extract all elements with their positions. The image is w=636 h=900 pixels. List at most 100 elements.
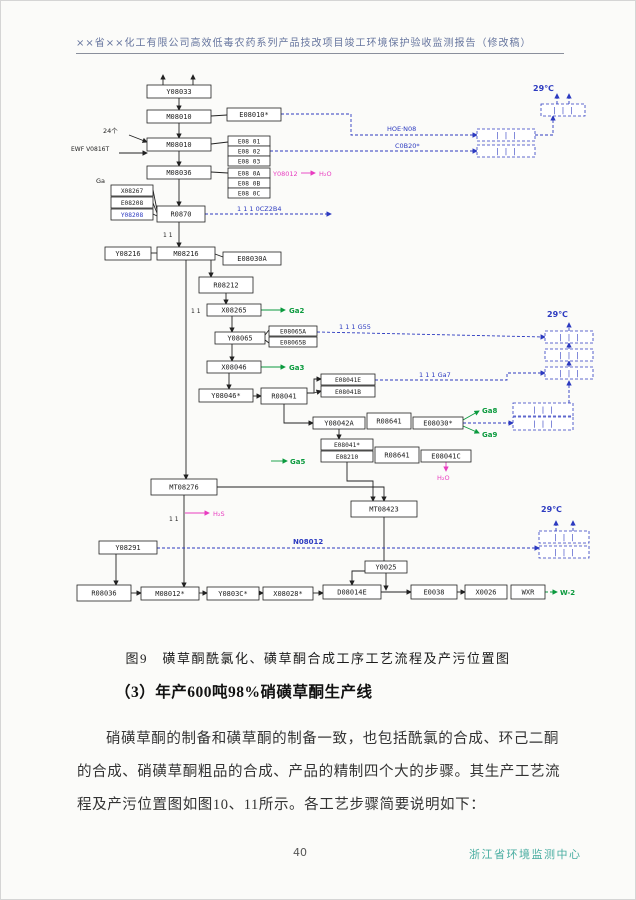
flow-node: E08210 (320, 450, 374, 463)
svg-text:D08014E: D08014E (337, 588, 367, 596)
svg-text:E08030*: E08030* (423, 419, 453, 427)
flow-node: E0038 (410, 584, 458, 600)
flow-label: 29℃ (547, 310, 568, 319)
flow-edge (375, 370, 546, 381)
svg-text:M08012*: M08012* (155, 590, 185, 598)
flow-node: | | | (544, 330, 594, 344)
page-number: 40 (293, 846, 307, 859)
flow-node: | | | (544, 348, 594, 362)
flow-node: M08012* (140, 586, 200, 601)
flow-node: R08212 (198, 276, 254, 294)
flow-label: C0B20* (395, 142, 420, 150)
svg-text:Y08046*: Y08046* (211, 392, 241, 400)
svg-text:E08030A: E08030A (237, 255, 267, 263)
flow-node: M08216 (156, 246, 216, 261)
svg-text:X08265: X08265 (221, 306, 246, 314)
svg-text:E08065A: E08065A (280, 328, 306, 335)
svg-text:E08 0B: E08 0B (238, 180, 261, 187)
flow-label: Ga5 (290, 458, 305, 466)
flow-edge (307, 376, 322, 394)
flow-label: HOE·N08 (387, 125, 416, 133)
flow-label: 29℃ (533, 84, 554, 93)
flow-node: E08065A (268, 325, 318, 337)
flow-edge (346, 462, 376, 502)
flow-edge (283, 404, 314, 426)
flow-edge (210, 141, 229, 145)
flow-node: | | | (476, 144, 536, 158)
flow-node: MT08423 (350, 500, 418, 518)
svg-text:| | |: | | | (558, 351, 579, 359)
flow-node: Y0803C* (206, 586, 260, 601)
svg-text:X0026: X0026 (475, 588, 496, 596)
svg-text:Y08208: Y08208 (121, 212, 144, 219)
svg-text:| | |: | | | (552, 106, 573, 114)
flow-label: W-2 (560, 589, 575, 597)
svg-text:Y08033: Y08033 (166, 88, 191, 96)
flow-label: H₂O (319, 170, 332, 178)
svg-text:E08 0A: E08 0A (238, 170, 261, 177)
svg-text:MT08423: MT08423 (369, 505, 399, 513)
svg-text:E08010*: E08010* (239, 111, 269, 119)
flow-node: | | | (538, 545, 590, 559)
flow-node: E08 0C (227, 187, 271, 199)
flow-node: E08 03 (227, 155, 271, 167)
svg-text:E08 02: E08 02 (238, 148, 261, 155)
flow-node: MT08276 (150, 478, 218, 496)
svg-text:M08010: M08010 (166, 141, 191, 149)
flow-edge (313, 389, 322, 395)
flow-node: E08208 (110, 196, 154, 209)
flow-edge (210, 171, 229, 174)
svg-text:M08216: M08216 (173, 250, 198, 258)
svg-text:E08208: E08208 (121, 200, 144, 207)
flow-node: D08014E (322, 584, 382, 600)
flow-node: E08065B (268, 336, 318, 348)
svg-text:E0038: E0038 (423, 588, 444, 596)
flow-node: R08641 (374, 446, 420, 464)
flow-label: H₂O (437, 474, 450, 482)
flow-edge (128, 134, 148, 143)
flow-node: Y08208 (110, 208, 154, 221)
svg-text:X08028*: X08028* (273, 590, 303, 598)
flow-edge (214, 253, 224, 258)
flow-node: E08041* (320, 438, 374, 451)
flow-node: Y08065 (214, 331, 266, 345)
flow-edge (462, 410, 480, 421)
svg-text:Y0025: Y0025 (375, 563, 396, 571)
svg-text:Y08291: Y08291 (115, 544, 140, 552)
svg-text:| | |: | | | (532, 420, 553, 428)
flow-label: N08012 (293, 538, 323, 546)
svg-text:X08046: X08046 (221, 363, 246, 371)
svg-text:R08641: R08641 (384, 451, 409, 459)
flow-node: | | | (476, 128, 536, 142)
svg-text:E08041*: E08041* (334, 442, 360, 449)
flow-node: X0026 (464, 584, 508, 600)
flow-edge (264, 329, 270, 336)
flow-edge (152, 213, 158, 217)
flow-node: E08 02 (227, 145, 271, 157)
flow-node: E08010* (226, 107, 282, 122)
flow-node: E08030A (222, 251, 282, 266)
flow-node: | | | (512, 402, 574, 417)
flow-label: 1 1 (169, 516, 179, 523)
section-heading: （3）年产600吨98%硝磺草酮生产线 (115, 684, 373, 701)
svg-text:E08041C: E08041C (431, 452, 461, 460)
svg-text:| | |: | | | (553, 548, 574, 556)
svg-text:| | |: | | | (532, 406, 553, 414)
svg-text:Y08216: Y08216 (115, 250, 140, 258)
flow-label: 1 1 1 G55 (339, 323, 371, 331)
flow-node: E08041E (320, 373, 376, 386)
svg-text:E08210: E08210 (336, 454, 359, 461)
flow-node: | | | (544, 366, 594, 380)
flow-node: WXR (510, 584, 546, 600)
flow-edge (316, 331, 546, 340)
flow-label: 24个 (103, 127, 118, 135)
flow-node: Y08291 (98, 540, 158, 555)
flow-node: Y08033 (146, 84, 212, 99)
flow-node: E08041B (320, 385, 376, 398)
svg-text:E08041E: E08041E (335, 377, 361, 384)
svg-text:MT08276: MT08276 (169, 483, 199, 491)
flow-node: E08 0B (227, 177, 271, 189)
flow-label: 1 1 1 0CZ2B4 (237, 205, 281, 213)
svg-text:| | |: | | | (553, 533, 574, 541)
